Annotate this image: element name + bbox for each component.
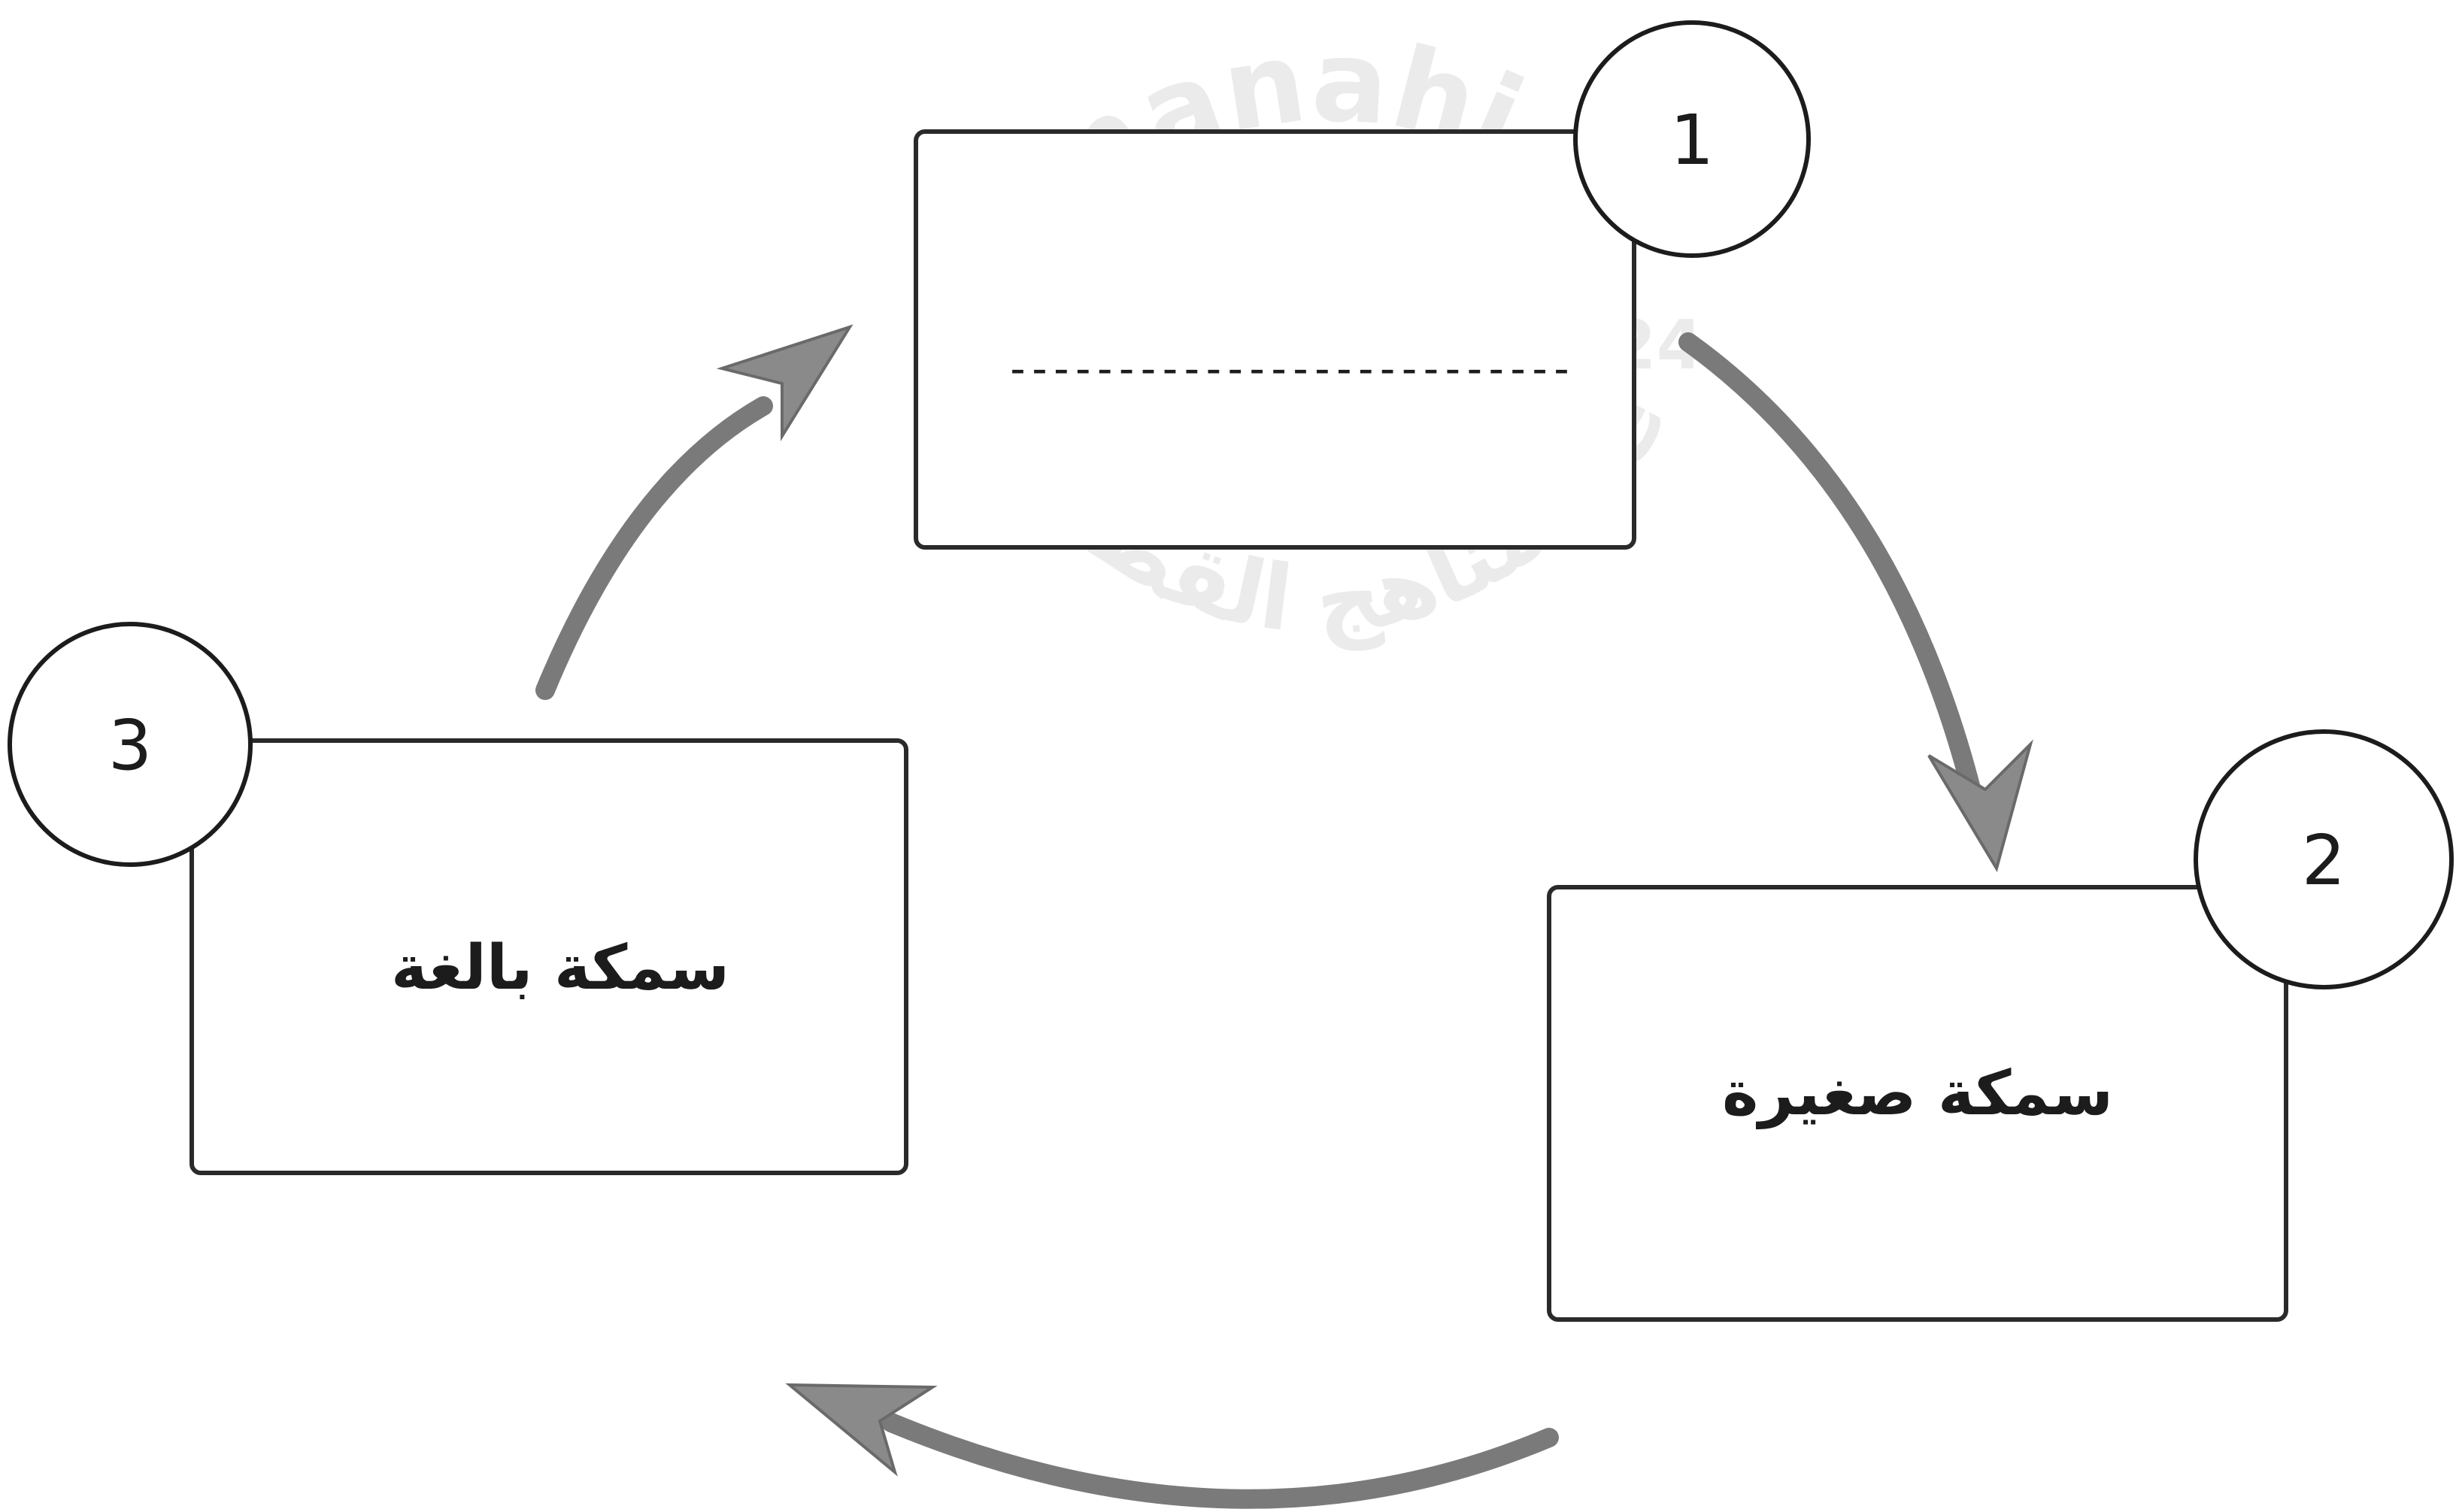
stage-3-box	[190, 738, 908, 1175]
arrow-1-to-2	[1678, 332, 1988, 826]
stage-3-label: سمكة بالغة	[391, 932, 729, 1004]
stage-2-number-circle	[2194, 729, 2454, 989]
stage-1: -------------------------- 1	[914, 20, 1811, 550]
stage-3: سمكة بالغة 3	[8, 622, 908, 1175]
stage-2-label: سمكة صغيرة	[1722, 1058, 2113, 1129]
stage-1-box	[914, 129, 1636, 550]
stage-2: سمكة صغيرة 2	[1547, 729, 2454, 1322]
arrow-3-to-1	[535, 396, 773, 700]
arrow-3-to-1-head	[716, 324, 854, 442]
stage-3-number: 3	[108, 705, 153, 786]
stage-1-blank-line[interactable]: --------------------------	[1005, 343, 1575, 394]
arrow-2-to-3-head	[785, 1383, 938, 1477]
stage-1-number-circle	[1573, 20, 1811, 258]
arrow-1-to-2-head	[1927, 739, 2033, 873]
stage-2-box	[1547, 885, 2288, 1322]
cycle-arrows	[535, 324, 2033, 1509]
stage-2-number: 2	[2302, 820, 2346, 901]
arrow-2-to-3	[881, 1413, 1559, 1509]
stage-1-number: 1	[1670, 100, 1715, 180]
stage-3-number-circle	[8, 622, 253, 867]
